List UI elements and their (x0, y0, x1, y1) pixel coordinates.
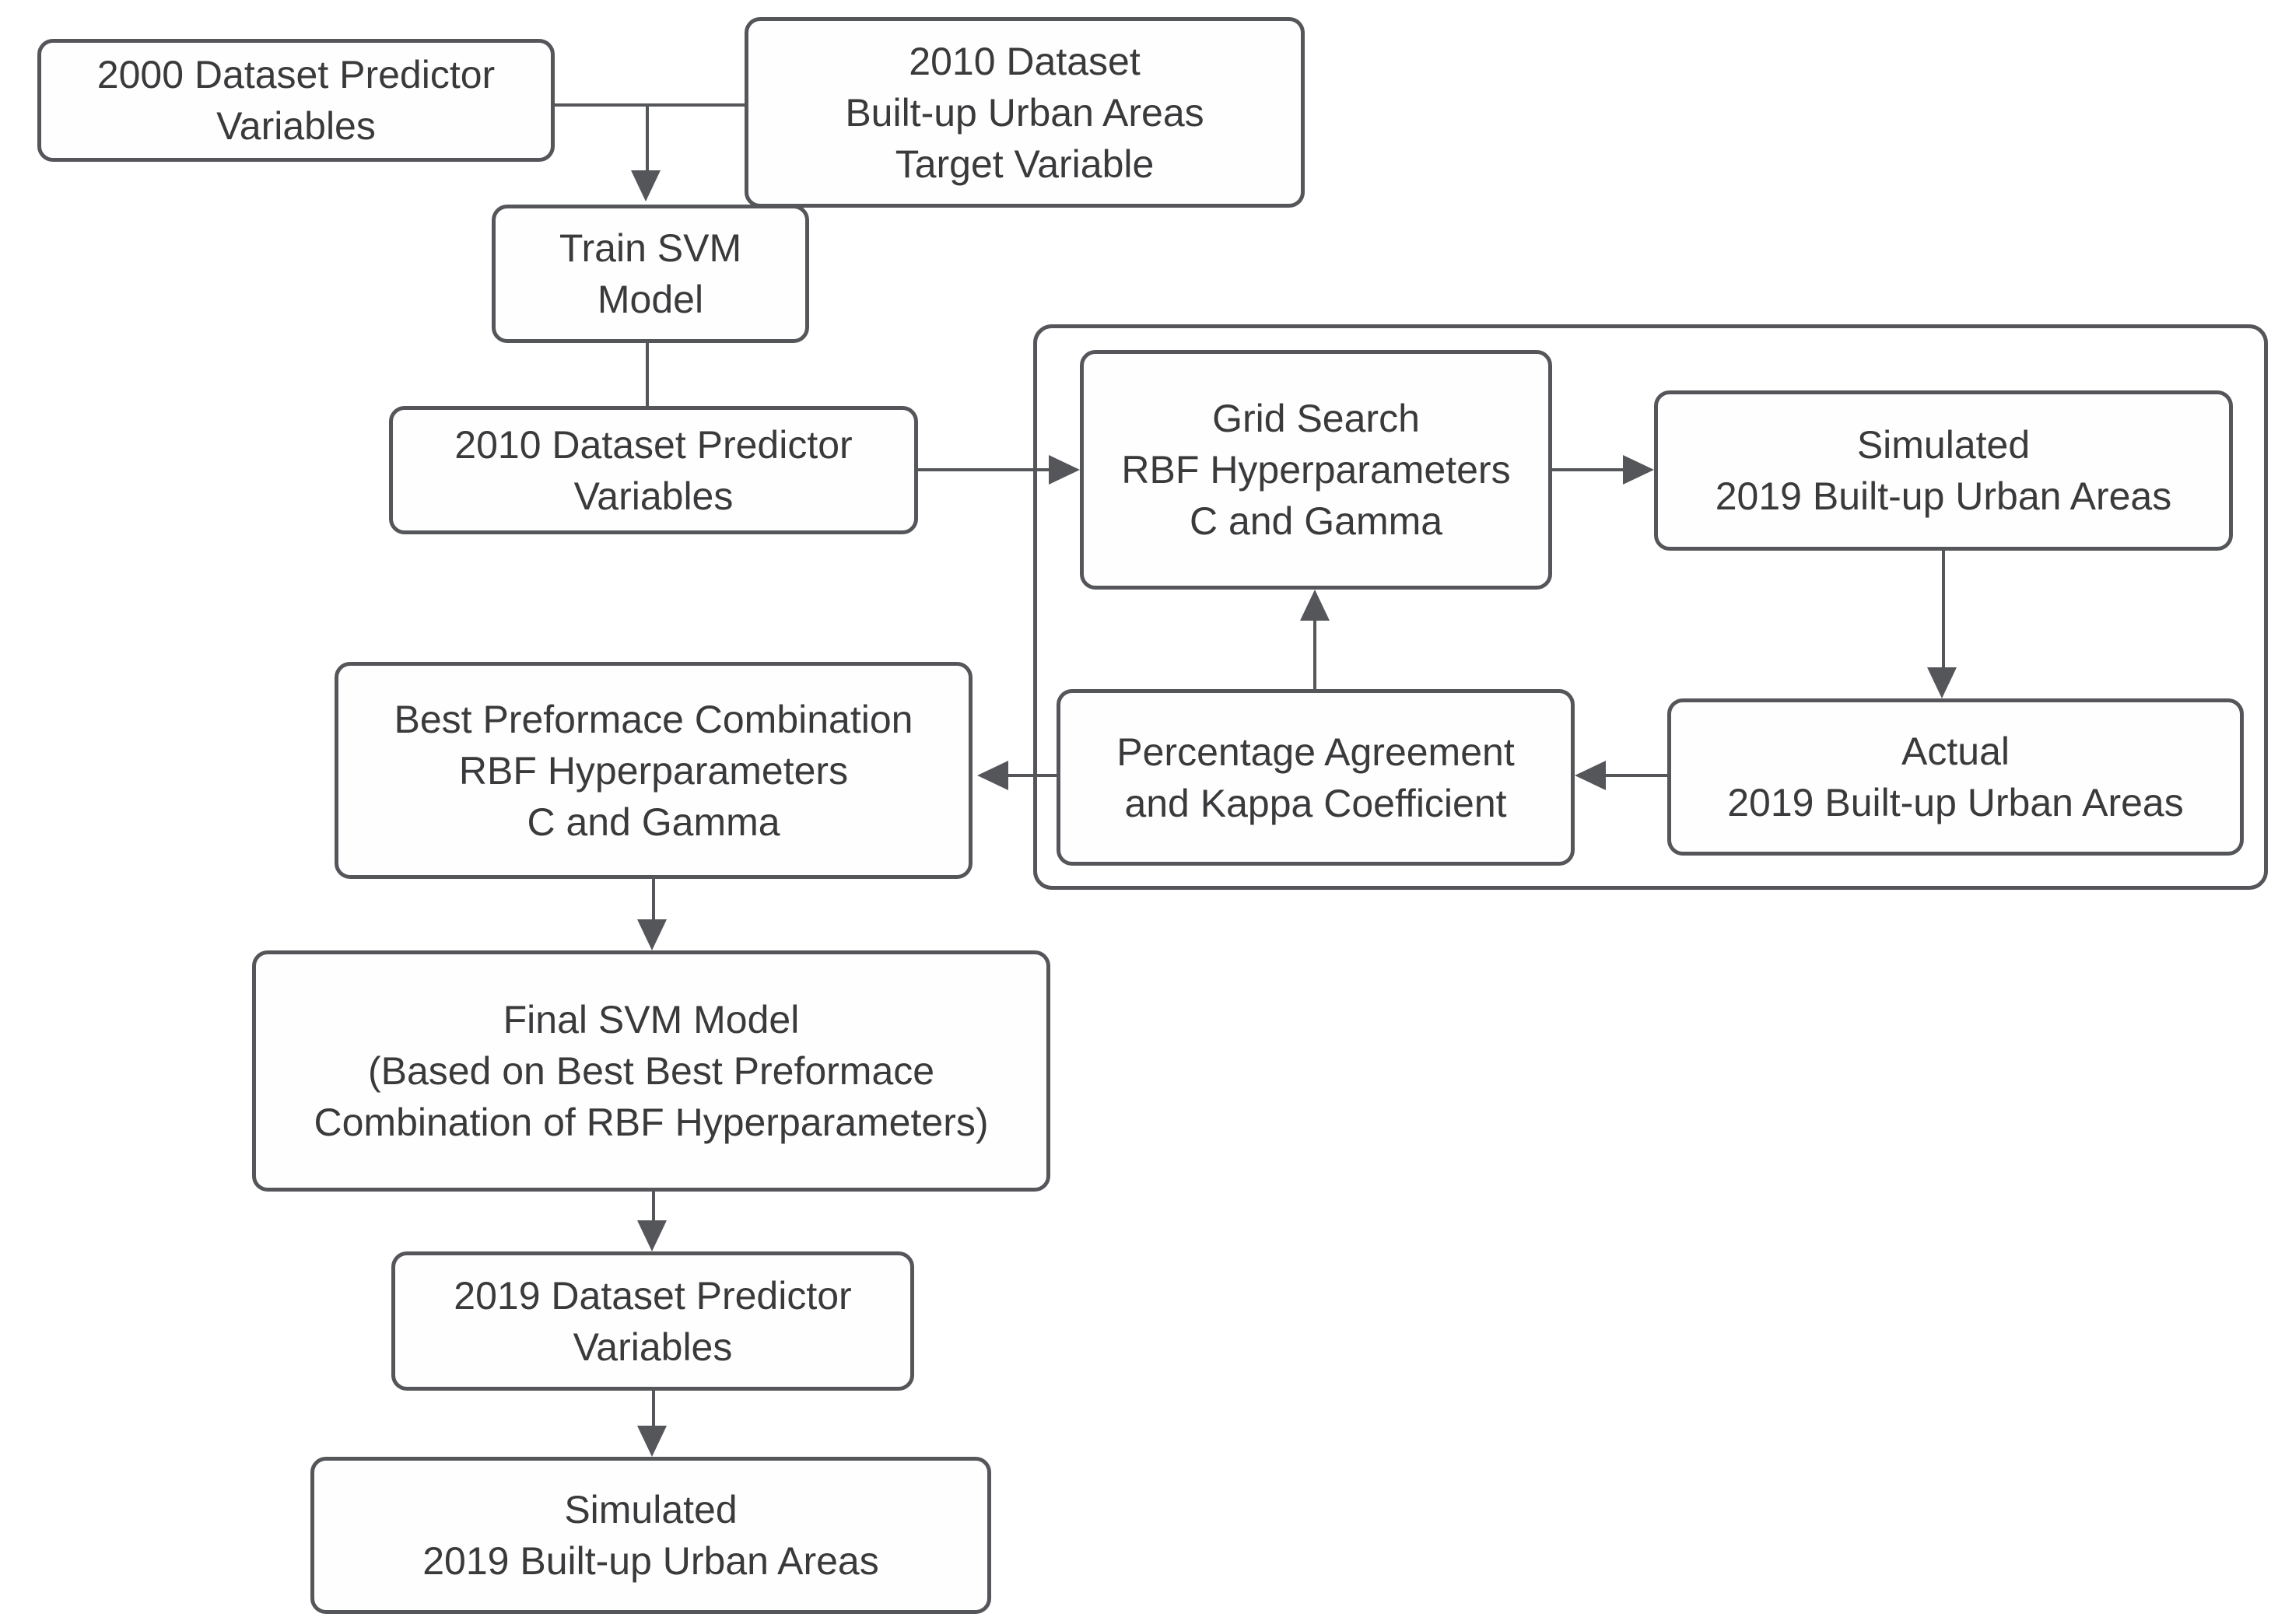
connector-percentage-to-grid-line (1313, 621, 1316, 689)
node-label: C and Gamma (1189, 499, 1443, 543)
node-label: 2000 Dataset Predictor (96, 53, 496, 96)
node-simulated-2019-output: Simulated 2019 Built-up Urban Areas (310, 1457, 991, 1614)
node-label: Variables (573, 474, 734, 518)
node-label: Combination of RBF Hyperparameters) (314, 1101, 989, 1144)
node-label: Best Preformace Combination (394, 697, 913, 741)
connector-to-train-svm-line (646, 105, 649, 170)
node-label: Built-up Urban Areas (845, 90, 1204, 135)
node-label: Simulated (564, 1488, 738, 1531)
connector-simulated-to-actual-line (1942, 551, 1945, 667)
node-label: RBF Hyperparameters (1121, 448, 1511, 492)
node-label: and Kappa Coefficient (1124, 781, 1507, 825)
node-label: Actual (1901, 730, 2010, 773)
connector-best-to-final-line (652, 879, 655, 919)
node-label: 2019 Built-up Urban Areas (1727, 781, 2184, 824)
arrow-down-into-actual-icon (1927, 667, 1957, 698)
node-label: 2019 Built-up Urban Areas (1715, 474, 2172, 518)
node-label: C and Gamma (527, 800, 780, 844)
connector-2010-predictor-to-grid-line (918, 468, 1049, 471)
node-2019-dataset-predictor-variables: 2019 Dataset Predictor Variables (391, 1251, 914, 1391)
node-train-svm-model: Train SVM Model (492, 205, 809, 343)
node-2010-dataset-predictor-variables: 2010 Dataset Predictor Variables (389, 406, 918, 534)
node-best-performance-combination: Best Preformace Combination RBF Hyperpar… (335, 662, 973, 879)
node-grid-search-rbf-hyperparameters: Grid Search RBF Hyperparameters C and Ga… (1080, 350, 1552, 590)
arrow-left-into-best-icon (977, 761, 1008, 790)
arrow-right-into-simulated-icon (1623, 455, 1654, 485)
arrow-down-into-train-svm-icon (631, 170, 661, 201)
arrow-down-into-simulated-output-icon (637, 1426, 667, 1457)
connector-inputs-join-line (555, 103, 745, 107)
node-label: Target Variable (895, 142, 1155, 186)
connector-2019-predictor-to-output-line (652, 1391, 655, 1426)
node-label: Final SVM Model (503, 998, 800, 1041)
arrow-down-into-final-svm-icon (637, 919, 667, 950)
node-2000-dataset-predictor-variables: 2000 Dataset Predictor Variables (37, 39, 555, 162)
node-label: Grid Search (1212, 397, 1420, 440)
node-label: Percentage Agreement (1116, 730, 1515, 774)
connector-grid-to-simulated-line (1552, 468, 1623, 471)
node-percentage-agreement-kappa: Percentage Agreement and Kappa Coefficie… (1057, 689, 1575, 866)
node-label: 2019 Built-up Urban Areas (422, 1539, 879, 1583)
arrow-right-into-grid-search-icon (1049, 455, 1080, 485)
node-label: Variables (216, 104, 376, 148)
node-final-svm-model: Final SVM Model (Based on Best Best Pref… (252, 950, 1050, 1192)
node-actual-2019-built-up-urban-areas: Actual 2019 Built-up Urban Areas (1667, 698, 2244, 856)
node-label: Simulated (1856, 423, 2031, 467)
node-label: 2019 Dataset Predictor (454, 1273, 852, 1318)
node-label: (Based on Best Best Preformace (367, 1049, 935, 1093)
connector-final-to-2019-predictor-line (652, 1192, 655, 1220)
node-label: Train SVM (559, 226, 742, 270)
arrow-up-into-grid-search-icon (1300, 590, 1330, 621)
node-label: 2010 Dataset (909, 39, 1141, 83)
node-label: Model (597, 278, 704, 321)
arrow-left-into-percentage-icon (1575, 761, 1606, 790)
node-simulated-2019-built-up-urban-areas: Simulated 2019 Built-up Urban Areas (1654, 390, 2233, 551)
node-2010-dataset-target-variable: 2010 Dataset Built-up Urban Areas Target… (745, 17, 1305, 208)
arrow-down-into-2019-predictor-icon (637, 1220, 667, 1251)
node-label: RBF Hyperparameters (458, 748, 849, 793)
connector-percentage-to-best-line (1008, 774, 1057, 777)
node-label: 2010 Dataset Predictor (454, 422, 853, 467)
connector-train-to-2010-predictor-line (646, 343, 649, 406)
connector-actual-to-percentage-line (1606, 774, 1667, 777)
grid-search-loop-container (1033, 324, 2268, 890)
node-label: Variables (573, 1325, 733, 1369)
